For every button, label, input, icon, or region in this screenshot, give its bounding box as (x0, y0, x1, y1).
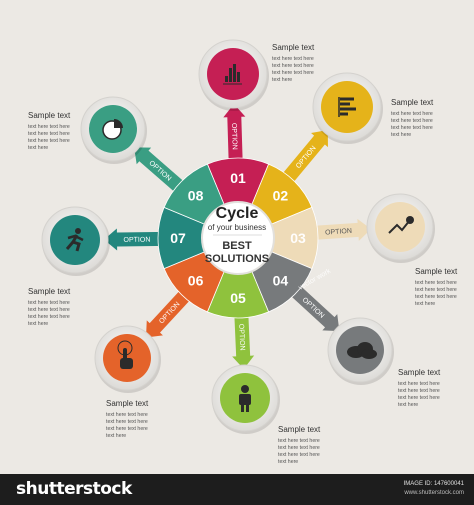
sample-line: text here text here (28, 307, 70, 313)
sample-line: text here (28, 321, 48, 327)
center-title: Cycle (216, 205, 259, 222)
sample-heading: Sample text (272, 43, 315, 52)
sample-line: text here text here (106, 412, 148, 418)
growth-chart-icon (388, 216, 414, 234)
satellite-5 (211, 364, 280, 434)
footer-brand: shutterstock (16, 479, 132, 499)
sample-line: text here text here (272, 63, 314, 69)
segment-number-02: 02 (273, 188, 289, 204)
segment-number-04: 04 (273, 272, 289, 288)
satellite-7 (41, 206, 110, 276)
footer-site: www.shutterstock.com (404, 490, 464, 496)
sample-heading: Sample text (106, 399, 149, 408)
sample-heading: Sample text (391, 98, 434, 107)
segment-number-08: 08 (188, 188, 204, 204)
satellite-3 (366, 193, 435, 263)
sample-line: text here text here (272, 70, 314, 76)
sample-line: text here text here (272, 56, 314, 62)
center-line-1: BEST (222, 240, 252, 252)
center-line-2: SOLUTIONS (205, 253, 269, 265)
sample-line: text here text here (28, 300, 70, 306)
sample-line: text here text here (391, 118, 433, 124)
sample-line: text here text here (391, 125, 433, 131)
satellite-1 (198, 39, 269, 111)
sample-line: text here text here (391, 111, 433, 117)
sample-line: text here text here (28, 124, 70, 130)
option-label-5: OPTION (237, 324, 245, 351)
sample-line: text here (398, 402, 418, 408)
option-label-1: OPTION (230, 123, 238, 150)
sample-line: text here text here (398, 381, 440, 387)
sample-line: text here text here (28, 138, 70, 144)
segment-number-05: 05 (230, 290, 246, 306)
cloud-icon (347, 342, 377, 359)
sample-line: text here (272, 77, 292, 83)
runner-icon (65, 228, 84, 252)
sample-line: text here text here (106, 419, 148, 425)
option-label-7: OPTION (123, 237, 150, 244)
touch-hand-icon (117, 340, 133, 369)
sample-line: text here (278, 459, 298, 465)
sample-heading: Sample text (398, 368, 441, 377)
sample-line: text here text here (278, 438, 320, 444)
footer-image-id: IMAGE ID: 147600041 (403, 481, 464, 487)
center-circle (201, 201, 275, 275)
center-subtitle: of your business (208, 223, 266, 232)
sample-line: text here text here (278, 452, 320, 458)
sample-line: text here text here (415, 294, 457, 300)
footer-bar: shutterstock IMAGE ID: 147600041 www.shu… (0, 474, 474, 505)
sample-line: text here text here (398, 395, 440, 401)
segment-number-03: 03 (290, 230, 306, 246)
sample-line: text here text here (28, 131, 70, 137)
pie-chart-icon (102, 119, 123, 140)
segment-number-07: 07 (170, 230, 186, 246)
sample-heading: Sample text (28, 287, 71, 296)
sample-line: text here text here (415, 287, 457, 293)
satellite-2 (312, 72, 383, 144)
satellite-4 (327, 317, 394, 385)
sample-line: text here text here (415, 280, 457, 286)
sample-heading: Sample text (28, 111, 71, 120)
sample-line: text here text here (398, 388, 440, 394)
option-label-3: OPTION (325, 228, 352, 237)
satellite-6 (94, 325, 161, 393)
sample-line: text here (415, 301, 435, 307)
sample-line: text here text here (106, 426, 148, 432)
sample-line: text here text here (278, 445, 320, 451)
horizontal-bars-icon (338, 97, 356, 117)
sample-line: text here (106, 433, 126, 439)
sample-line: text here (391, 132, 411, 138)
sample-line: text here (28, 145, 48, 151)
segment-number-01: 01 (230, 170, 246, 186)
segment-number-06: 06 (188, 272, 204, 288)
satellite-8 (80, 96, 147, 164)
sample-heading: Sample text (415, 267, 458, 276)
bar-chart-icon (223, 64, 242, 85)
person-icon (239, 385, 251, 412)
sample-heading: Sample text (278, 425, 321, 434)
sample-line: text here text here (28, 314, 70, 320)
